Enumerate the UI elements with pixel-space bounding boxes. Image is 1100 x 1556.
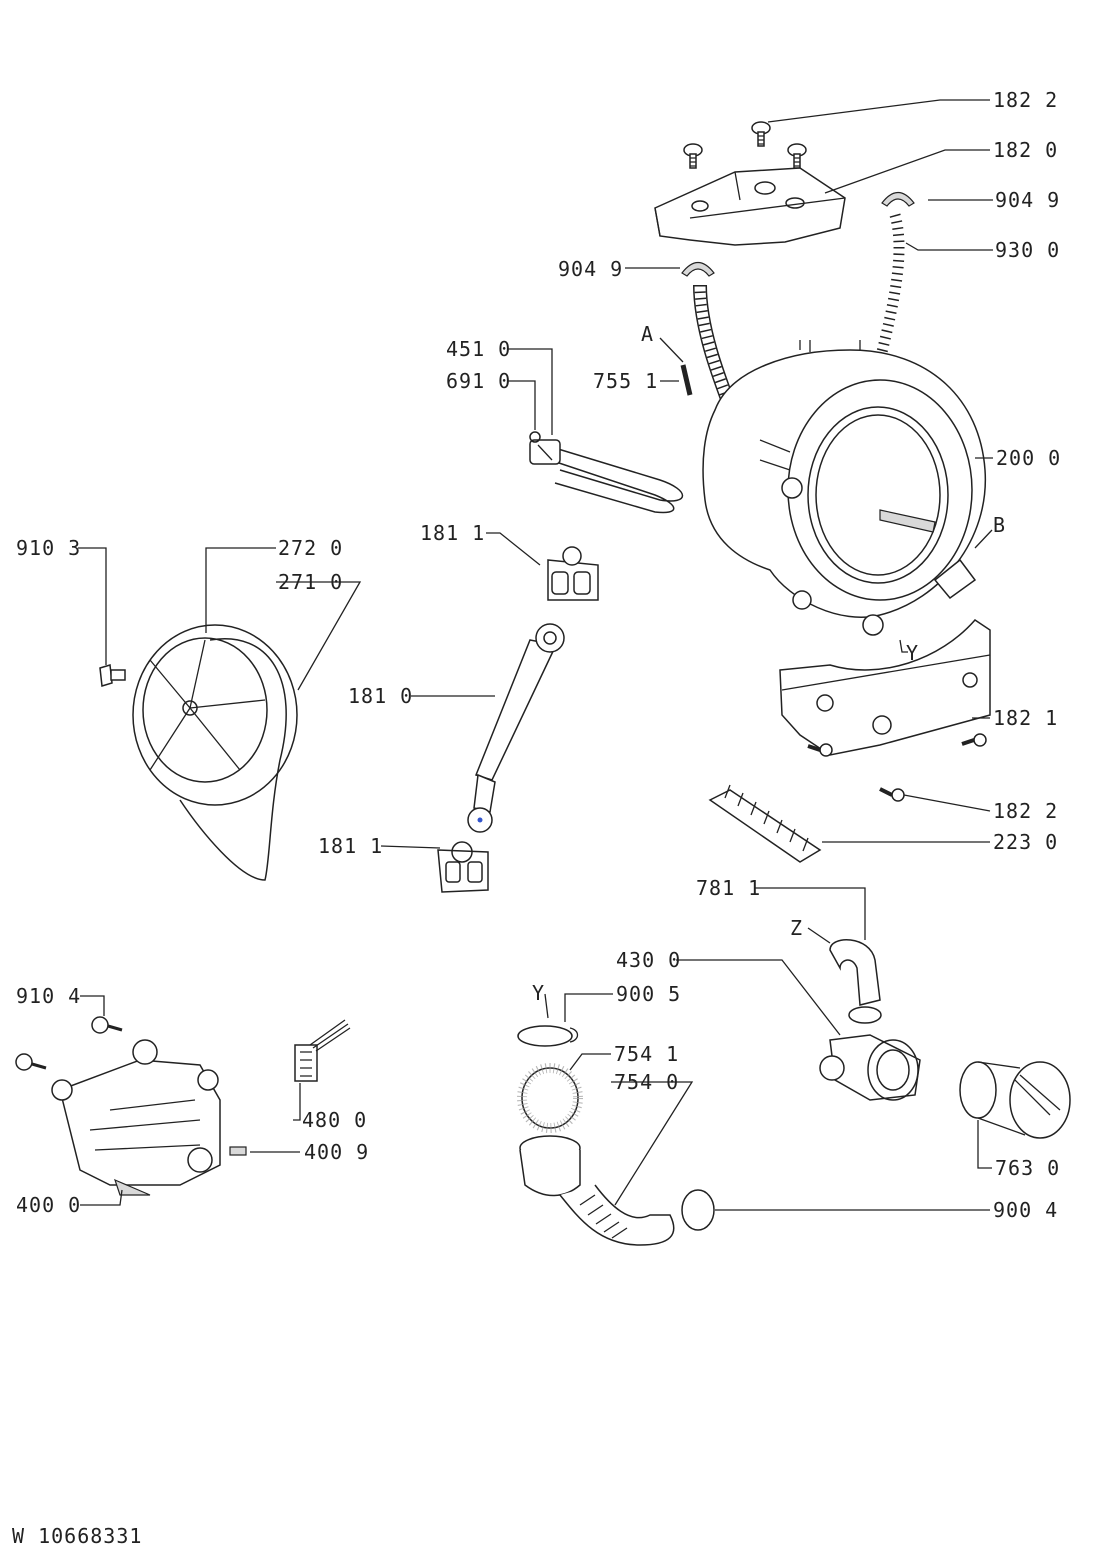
shock-absorber xyxy=(467,623,565,833)
callout-900-5: 900 5 xyxy=(616,982,681,1006)
callout-400-9: 400 9 xyxy=(304,1140,369,1164)
callout-181-0: 181 0 xyxy=(348,684,413,708)
lower-counterweight xyxy=(779,619,991,756)
sump-hose xyxy=(519,1135,675,1246)
callout-labels: 182 2 182 0 904 9 930 0 904 9 A 451 0 69… xyxy=(16,88,1061,1222)
callout-181-1-bottom: 181 1 xyxy=(318,834,383,858)
callout-B: B xyxy=(993,513,1006,537)
damper-bracket-upper xyxy=(547,546,599,601)
seal-strip xyxy=(708,784,822,863)
callout-451-0: 451 0 xyxy=(446,337,511,361)
filter-cap xyxy=(959,1061,1071,1139)
callout-900-4: 900 4 xyxy=(993,1198,1058,1222)
callout-754-1: 754 1 xyxy=(614,1042,679,1066)
drum-pulley xyxy=(132,624,298,806)
callout-904-9-left: 904 9 xyxy=(558,257,623,281)
callout-182-0: 182 0 xyxy=(993,138,1058,162)
callout-480-0: 480 0 xyxy=(302,1108,367,1132)
heater-element xyxy=(529,439,683,514)
motor-screw-top xyxy=(91,1016,123,1034)
pulley-bolt xyxy=(99,664,126,687)
callout-200-0: 200 0 xyxy=(996,446,1061,470)
callout-Z: Z xyxy=(790,916,803,940)
callout-272-0: 272 0 xyxy=(278,536,343,560)
callout-400-0: 400 0 xyxy=(16,1193,81,1217)
hose-clamp-left xyxy=(681,261,715,277)
tub xyxy=(702,340,987,636)
ring-clip xyxy=(569,1027,579,1043)
callout-691-0: 691 0 xyxy=(446,369,511,393)
callout-754-0: 754 0 xyxy=(614,1070,679,1094)
motor-brush xyxy=(229,1146,247,1156)
callout-930-0: 930 0 xyxy=(995,238,1060,262)
pin xyxy=(680,364,693,396)
nut xyxy=(529,431,541,443)
callout-904-9-right: 904 9 xyxy=(995,188,1060,212)
hose-clamp-right xyxy=(881,191,915,207)
wiring-harness xyxy=(294,1019,351,1082)
callout-763-0: 763 0 xyxy=(995,1156,1060,1180)
callout-910-3: 910 3 xyxy=(16,536,81,560)
callout-182-2-top: 182 2 xyxy=(993,88,1058,112)
motor-screw-left xyxy=(15,1053,47,1071)
hose-clamp xyxy=(681,1189,715,1231)
callout-182-1: 182 1 xyxy=(993,706,1058,730)
callout-Y-sump: Y xyxy=(532,981,545,1005)
float-ball xyxy=(517,1063,583,1133)
drive-belt xyxy=(179,638,287,881)
motor xyxy=(51,1039,221,1196)
top-screws xyxy=(683,121,807,169)
callout-A: A xyxy=(641,322,654,346)
callout-910-4: 910 4 xyxy=(16,984,81,1008)
callout-271-0: 271 0 xyxy=(278,570,343,594)
document-code: W 10668331 xyxy=(12,1524,142,1548)
callout-Y-tub: Y xyxy=(906,641,919,665)
o-ring xyxy=(517,1025,573,1047)
callout-223-0: 223 0 xyxy=(993,830,1058,854)
drain-pump xyxy=(819,939,921,1101)
callout-181-1-top: 181 1 xyxy=(420,521,485,545)
callout-781-1: 781 1 xyxy=(696,876,761,900)
callout-182-2-bottom: 182 2 xyxy=(993,799,1058,823)
callout-755-1: 755 1 xyxy=(593,369,658,393)
damper-bracket-lower xyxy=(437,841,489,893)
callout-430-0: 430 0 xyxy=(616,948,681,972)
top-counterweight xyxy=(654,167,846,246)
leader-lines xyxy=(78,99,993,1211)
